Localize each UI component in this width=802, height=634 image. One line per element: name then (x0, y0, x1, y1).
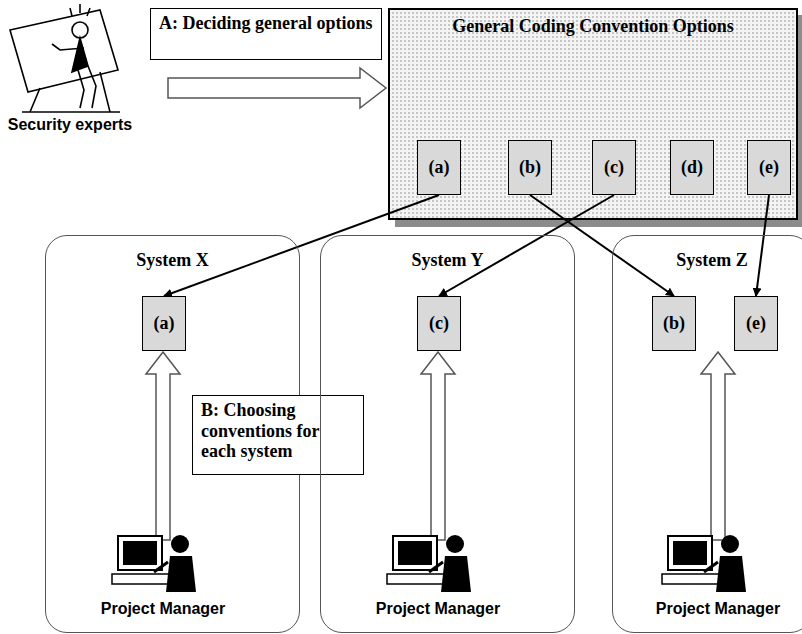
option-label: (e) (746, 313, 766, 334)
actor-label: Security experts (8, 116, 133, 134)
option-box: (c) (592, 140, 636, 195)
project-manager-figure (112, 535, 196, 592)
mapping-arrow (164, 195, 439, 296)
hollow-arrow (421, 352, 455, 540)
project-manager-figure (662, 535, 746, 592)
box-heading: System X (46, 250, 299, 271)
mapping-arrow (439, 195, 614, 296)
role-label: Project Manager (101, 600, 225, 618)
options-panel: General Coding Convention Options (a) (b) (… (388, 8, 798, 220)
option-label: (e) (759, 157, 779, 178)
option-label: (c) (429, 313, 449, 334)
box-heading: System Z (613, 250, 802, 271)
option-box: (d) (670, 140, 714, 195)
option-label: (a) (154, 313, 175, 334)
role-label: Project Manager (656, 600, 780, 618)
box-heading: General Coding Convention Options (390, 16, 796, 37)
option-label: (d) (681, 157, 703, 178)
hollow-arrow (168, 68, 386, 108)
hollow-arrow (146, 352, 180, 540)
option-box: (a) (417, 140, 461, 195)
option-box: (a) (142, 296, 186, 351)
option-label: (c) (604, 157, 624, 178)
role-label: Project Manager (376, 600, 500, 618)
mapping-arrow (530, 195, 674, 296)
step-callout: B: Choosing conventions for each system (192, 395, 364, 475)
option-label: (b) (663, 313, 685, 334)
step-callout: A: Deciding general options (150, 8, 382, 60)
system-box: System Z (b) (e) (612, 235, 802, 633)
panel-fill (388, 8, 798, 220)
security-expert-figure (10, 4, 120, 112)
option-label: (a) (429, 157, 450, 178)
option-box: (e) (747, 140, 791, 195)
hollow-arrow (701, 352, 735, 540)
mapping-arrow (756, 195, 769, 296)
box-heading: A: Deciding general options (159, 13, 373, 34)
option-box: (b) (508, 140, 552, 195)
option-label: (b) (519, 157, 541, 178)
option-box: (b) (652, 296, 696, 351)
box-heading: B: Choosing conventions for each system (201, 400, 355, 462)
option-box: (c) (417, 296, 461, 351)
system-box: System Y (c) (320, 235, 575, 633)
option-box: (e) (734, 296, 778, 351)
project-manager-figure (387, 535, 471, 592)
box-heading: System Y (321, 250, 574, 271)
